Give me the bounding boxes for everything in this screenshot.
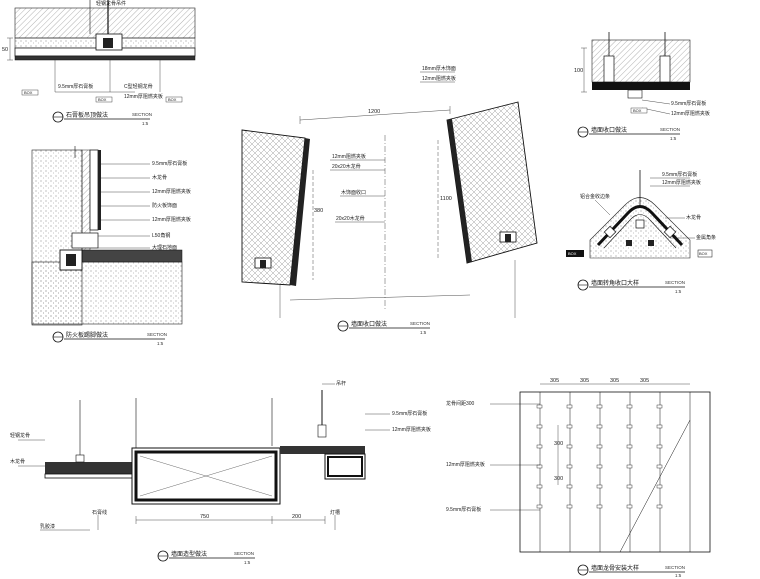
d5-callout-5: 金属角条	[696, 234, 716, 241]
d1-tag-1: BOX	[24, 90, 33, 95]
d7-callout-3: 9.5mm厚石膏板	[446, 506, 481, 513]
d5-code: SECTION	[665, 280, 685, 285]
d3-dim-1: 1200	[368, 109, 380, 115]
detail-1-ceiling-section: 50 9.5mm厚石膏板 C型轻钢龙骨 12mm厚阻燃夹板 轻钢龙骨吊件 BOX…	[2, 0, 196, 126]
d5-callout-4: 木龙骨	[686, 214, 701, 221]
d2-code: SECTION	[147, 332, 167, 337]
d6-dim-2: 200	[292, 514, 301, 520]
d2-callout-7: 大理石地面	[152, 244, 177, 251]
d7-callout-2: 12mm厚阻燃夹板	[446, 461, 485, 468]
d1-callout-4: 轻钢龙骨吊件	[96, 0, 126, 7]
d4-dim-1: 100	[574, 68, 583, 74]
detail-7-stud-layout: 305 305 305 305 300 300 龙骨间距300 12mm厚阻燃夹…	[446, 378, 711, 578]
d1-callout-2: C型轻钢龙骨	[124, 83, 153, 90]
d6-code: SECTION	[234, 551, 254, 556]
d3-scale: 1:5	[420, 330, 427, 335]
d4-scale: 1:5	[670, 136, 677, 141]
d2-callout-2: 木龙骨	[152, 174, 167, 181]
d6-callout-3: 12mm厚阻燃夹板	[392, 426, 431, 433]
d3-callout-4: 20x20木龙骨	[332, 163, 361, 170]
detail-2-skirting-section: 9.5mm厚石膏板 木龙骨 12mm厚阻燃夹板 防火板饰面 12mm厚阻燃夹板 …	[31, 146, 191, 346]
d7-code: SECTION	[665, 565, 685, 570]
d6-callout-4: 轻钢龙骨	[10, 432, 30, 439]
d5-callout-3: 铝合金收边条	[580, 193, 610, 200]
d5-tag-1: BOX	[568, 251, 577, 256]
d1-code: SECTION	[132, 112, 152, 117]
d4-code: SECTION	[660, 127, 680, 132]
d3-callout-2: 12mm阻燃夹板	[422, 75, 456, 82]
d2-callout-6: L50角钢	[152, 232, 170, 239]
d7-dim-5: 300	[554, 441, 563, 447]
d4-title: 墙面收口做法	[591, 126, 627, 134]
d1-tag-2: BOX	[98, 97, 107, 102]
d1-scale: 1:5	[142, 121, 149, 126]
d3-callout-5: 木饰面收口	[341, 189, 366, 196]
d7-title: 墙面龙骨安装大样	[591, 564, 639, 572]
d3-code: SECTION	[410, 321, 430, 326]
d6-callout-5: 木龙骨	[10, 458, 25, 465]
d7-dim-2: 305	[580, 378, 589, 384]
d5-callout-2: 12mm厚阻燃夹板	[662, 179, 701, 186]
d7-dim-4: 305	[640, 378, 649, 384]
d2-title: 防火板踢脚做法	[66, 331, 108, 339]
d1-title: 石膏板吊顶做法	[66, 111, 108, 119]
d3-dim-2: 380	[314, 208, 323, 214]
d3-callout-1: 18mm厚木饰面	[422, 65, 456, 72]
d4-tag-1: BOX	[633, 108, 642, 113]
d7-dim-1: 305	[550, 378, 559, 384]
d6-scale: 1:5	[244, 560, 251, 565]
d2-callout-1: 9.5mm厚石膏板	[152, 160, 187, 167]
d3-callout-3: 12mm阻燃夹板	[332, 153, 366, 160]
d7-callout-1: 龙骨间距300	[446, 400, 475, 407]
d7-scale: 1:5	[675, 573, 682, 578]
d2-callout-4: 防火板饰面	[152, 202, 177, 209]
d6-dim-1: 750	[200, 514, 209, 520]
d7-dim-3: 305	[610, 378, 619, 384]
d3-title: 墙面收口做法	[351, 320, 387, 328]
d3-callout-6: 20x20木龙骨	[336, 215, 365, 222]
d1-tag-3: BOX	[168, 97, 177, 102]
detail-5-corner-trim: 9.5mm厚石膏板 12mm厚阻燃夹板 铝合金收边条 木龙骨 金属角条 BOX …	[566, 170, 716, 294]
d4-callout-1: 9.5mm厚石膏板	[671, 100, 706, 107]
detail-4-ceiling-trim: 100 9.5mm厚石膏板 12mm厚阻燃夹板 BOX 墙面收口做法 SECTI…	[574, 32, 710, 141]
d7-dim-6: 300	[554, 476, 563, 482]
d5-title: 墙面转角收口大样	[591, 279, 639, 287]
detail-6-feature-wall: 750 200 吊杆 9.5mm厚石膏板 12mm厚阻燃夹板 轻钢龙骨 木龙骨 …	[10, 380, 431, 565]
d1-callout-1: 9.5mm厚石膏板	[58, 83, 93, 90]
d2-callout-5: 12mm厚阻燃夹板	[152, 216, 191, 223]
detail-3-wall-junction: 1200 380 1100 18mm厚木饰面 12mm阻燃夹板 12mm阻燃夹板…	[241, 65, 538, 335]
d6-callout-1: 吊杆	[336, 380, 346, 387]
d4-callout-2: 12mm厚阻燃夹板	[671, 110, 710, 117]
d1-callout-3: 12mm厚阻燃夹板	[124, 93, 163, 100]
d6-callout-7: 石膏线	[92, 509, 107, 516]
d3-dim-3: 1100	[440, 196, 452, 202]
d6-callout-8: 灯槽	[330, 509, 340, 516]
d5-callout-1: 9.5mm厚石膏板	[662, 171, 697, 178]
d6-callout-6: 乳胶漆	[40, 523, 55, 530]
d6-callout-2: 9.5mm厚石膏板	[392, 410, 427, 417]
d2-scale: 1:5	[157, 341, 164, 346]
d1-dim-1: 50	[2, 47, 8, 53]
d5-scale: 1:5	[675, 289, 682, 294]
d6-title: 墙面造型做法	[171, 550, 207, 558]
d5-tag-2: BOX	[699, 251, 708, 256]
d2-callout-3: 12mm厚阻燃夹板	[152, 188, 191, 195]
